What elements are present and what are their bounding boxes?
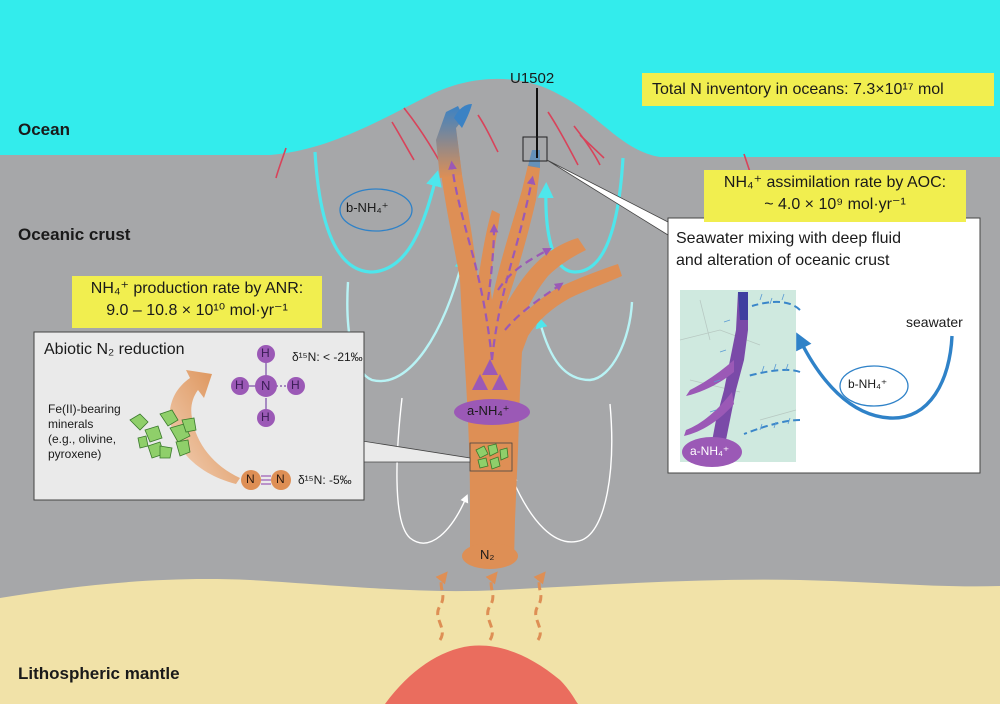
inset-b-nh4-label: b-NH₄⁺ <box>848 377 888 391</box>
site-label: U1502 <box>510 70 555 87</box>
minerals-line3: (e.g., olivine, <box>48 432 117 446</box>
assimilation-line2: ~ 4.0 × 10⁹ mol·yr⁻¹ <box>764 196 906 213</box>
atom-h-top: H <box>261 346 270 360</box>
n2-molecule <box>241 470 291 490</box>
inset-b-nh4-ellipse <box>839 365 909 407</box>
minerals-line2: minerals <box>48 417 94 431</box>
inset-vein <box>684 292 748 460</box>
production-box: NH₄⁺ production rate by ANR: 9.0 – 10.8 … <box>72 276 322 328</box>
mantle-label: Lithospheric mantle <box>18 664 180 683</box>
atom-h-bottom: H <box>261 410 270 424</box>
cyan-circulation <box>313 151 625 274</box>
n2-atom-left: N <box>246 472 255 486</box>
abiotic-panel <box>33 331 365 501</box>
atom-h-left: H <box>235 378 244 392</box>
n2-label: N₂ <box>480 547 495 562</box>
light-cyan-circulation <box>346 256 634 383</box>
inset-title-line1: Seawater mixing with deep fluid <box>676 230 902 247</box>
a-nh4-ellipse <box>454 399 530 425</box>
n2-atom-right: N <box>276 472 285 486</box>
atom-h-right: H <box>291 378 300 392</box>
inset-a-nh4-ellipse <box>682 437 742 467</box>
purple-flow <box>448 160 564 361</box>
white-circulation <box>396 397 613 544</box>
abiotic-mineral-cluster <box>129 409 197 459</box>
assimilation-box: NH₄⁺ assimilation rate by AOC: ~ 4.0 × 1… <box>704 170 966 222</box>
inset-seawater-flow <box>743 300 801 435</box>
nh4-molecule <box>248 362 288 410</box>
nh4-isotope-label: δ¹⁵N: < -21‰ <box>292 350 363 364</box>
assimilation-line1: NH₄⁺ assimilation rate by AOC: <box>723 174 947 191</box>
b-nh4-label: b-NH₄⁺ <box>346 200 389 215</box>
ocean-label: Ocean <box>18 120 70 139</box>
inset-title: Seawater mixing with deep fluid and alte… <box>676 228 901 272</box>
n2-ellipse <box>462 543 518 569</box>
nh4-atoms <box>231 345 305 427</box>
b-nh4-ellipse <box>339 188 413 232</box>
production-line2: 9.0 – 10.8 × 10¹⁰ mol·yr⁻¹ <box>106 302 288 319</box>
minerals-line4: pyroxene) <box>48 447 102 461</box>
abiotic-reaction-arrow <box>169 370 240 484</box>
faults <box>275 107 751 179</box>
atom-n: N <box>261 378 271 393</box>
mantle-layer <box>0 579 1000 704</box>
mineral-cluster-frame <box>469 442 513 472</box>
inventory-box: Total N inventory in oceans: 7.3×10¹⁷ mo… <box>642 73 994 106</box>
inset-title-line2: and alteration of oceanic crust <box>676 252 890 269</box>
minerals-label: Fe(II)-bearing minerals (e.g., olivine, … <box>48 402 121 462</box>
mantle-upwelling-arrows <box>435 571 546 641</box>
inset-seawater-label: seawater <box>906 314 963 330</box>
u1502-site-box <box>522 136 548 162</box>
mantle-upwelling <box>385 645 578 704</box>
inset-seawater-arrow <box>796 332 954 420</box>
inset-diffusion-arrows <box>709 293 791 431</box>
production-line1: NH₄⁺ production rate by ANR: <box>90 280 304 297</box>
abiotic-title: Abiotic N₂ reduction <box>44 341 185 358</box>
n2-isotope-label: δ¹⁵N: -5‰ <box>298 473 352 487</box>
minerals-line1: Fe(II)-bearing <box>48 402 121 416</box>
mineral-cluster <box>475 443 509 470</box>
crust-label: Oceanic crust <box>18 225 131 244</box>
purple-chevrons <box>472 359 508 390</box>
inset-a-nh4-label: a-NH₄⁺ <box>690 444 730 458</box>
a-nh4-label: a-NH₄⁺ <box>467 403 510 418</box>
